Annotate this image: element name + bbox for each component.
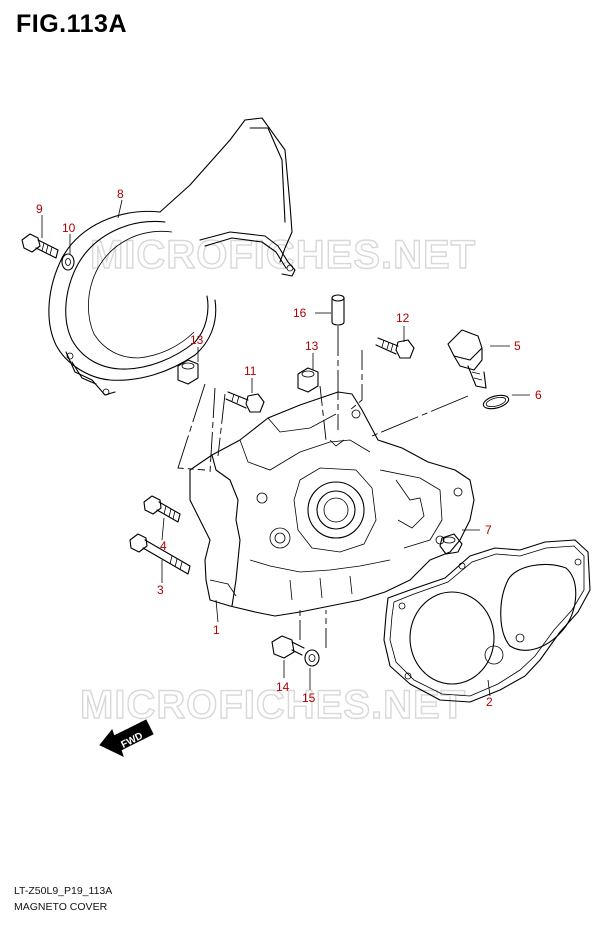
callout-16: 16 <box>293 306 307 320</box>
part-12-bolt <box>375 337 415 359</box>
callout-3: 3 <box>157 583 164 597</box>
callout-1: 1 <box>213 623 220 637</box>
part-10-washer <box>61 253 75 271</box>
part-5-filler-cap <box>447 329 487 389</box>
callout-8: 8 <box>117 187 124 201</box>
callout-15: 15 <box>302 691 316 705</box>
part-6-o-ring <box>482 394 510 410</box>
callout-12: 12 <box>396 311 410 325</box>
part-4-bolt <box>143 495 181 523</box>
callout-2: 2 <box>486 695 493 709</box>
callout-14: 14 <box>276 680 290 694</box>
figure-section-name: MAGNETO COVER <box>14 901 108 913</box>
leader-lines <box>41 199 530 697</box>
part-7-dowel <box>439 533 463 555</box>
figure-model-code: LT-Z50L9_P19_113A <box>14 885 113 897</box>
callout-4: 4 <box>160 539 167 553</box>
callout-7: 7 <box>485 523 492 537</box>
callout-9: 9 <box>36 202 43 216</box>
assembly-lines <box>177 326 469 648</box>
part-15-washer <box>304 649 320 667</box>
part-8-magneto-cover <box>48 117 296 396</box>
callout-11: 11 <box>244 364 257 378</box>
fwd-direction-arrow: FWD <box>99 719 154 757</box>
callout-6: 6 <box>535 388 542 402</box>
callout-5: 5 <box>514 339 521 353</box>
part-2-gasket <box>383 539 591 703</box>
part-14-bolt <box>271 635 305 659</box>
part-16-dowel-pin <box>331 294 345 326</box>
watermark-lower: MICROFICHES.NET <box>80 683 466 727</box>
part-13-nut-center <box>297 367 319 393</box>
figure-title: FIG.113A <box>16 10 127 38</box>
part-3-bolt <box>129 533 191 575</box>
callout-10: 10 <box>62 221 76 235</box>
part-13-nut-left <box>177 359 199 385</box>
part-9-bolt <box>21 233 59 259</box>
part-1-crankcase-cover <box>189 391 475 617</box>
callout-13-left: 13 <box>190 333 204 347</box>
callout-13-center: 13 <box>305 339 319 353</box>
callout-labels: 9 10 8 16 12 5 6 13 13 11 4 3 7 1 14 15 … <box>36 187 542 709</box>
part-11-bolt <box>225 391 265 413</box>
